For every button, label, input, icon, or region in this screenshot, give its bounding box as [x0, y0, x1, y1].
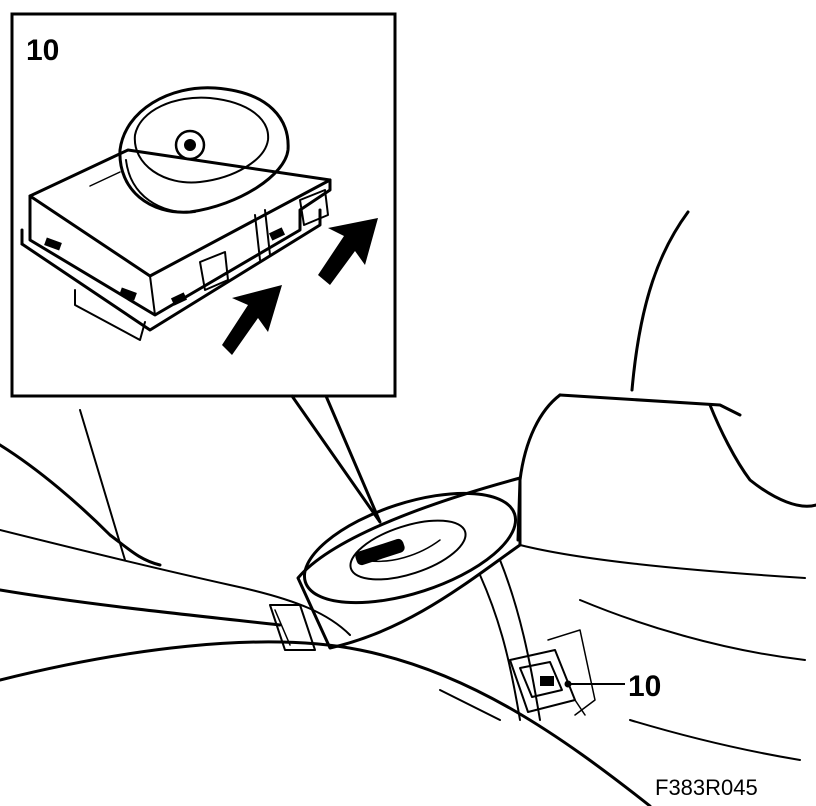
- switch-module-installed: [509, 629, 596, 716]
- callout-leader: [564, 680, 625, 688]
- ignition-switch: [296, 476, 522, 650]
- console-scene: [0, 210, 816, 806]
- figure-code-label: F383R045: [655, 775, 758, 800]
- arrow-icon: [222, 285, 282, 355]
- inset-frame: [10, 12, 397, 524]
- arrow-icon: [318, 218, 378, 285]
- inset-callout-label: 10: [26, 34, 59, 67]
- switch-module-detail: [20, 86, 332, 341]
- part-callout-label: 10: [628, 670, 661, 703]
